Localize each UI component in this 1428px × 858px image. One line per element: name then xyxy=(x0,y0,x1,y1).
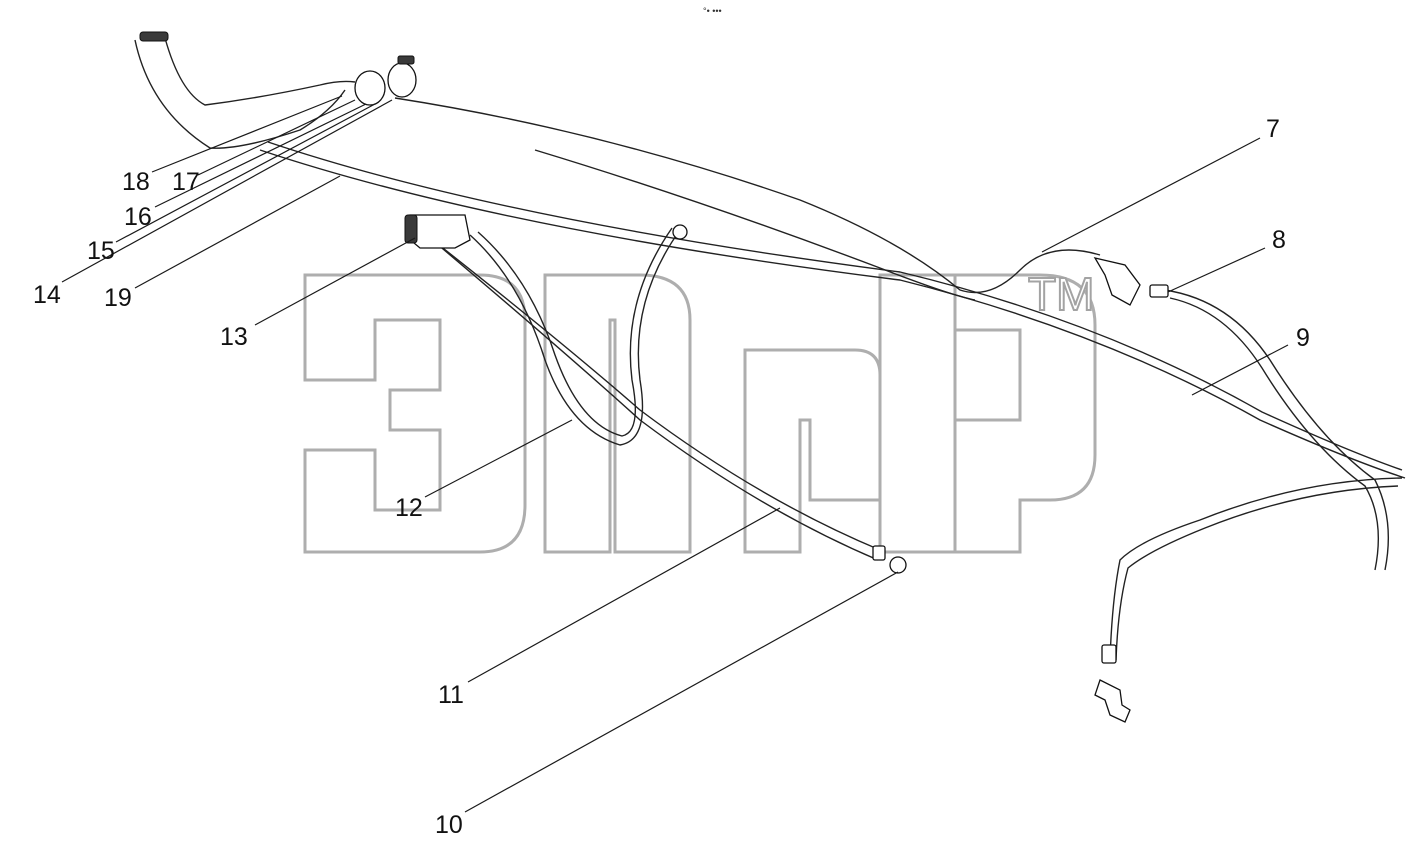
line-9 xyxy=(259,149,1406,479)
callout-11: 11 xyxy=(438,681,464,709)
leader-8 xyxy=(1167,247,1266,293)
watermark-letter-3 xyxy=(743,348,882,554)
leader-16 xyxy=(154,103,367,208)
callout-16: 16 xyxy=(124,203,152,231)
clamp-14 xyxy=(387,62,417,98)
hose-end-12 xyxy=(672,224,688,240)
clamp-top xyxy=(139,31,169,42)
callout-9: 9 xyxy=(1296,324,1310,352)
hose-lines xyxy=(134,37,1406,661)
watermark-letter-4 xyxy=(878,273,957,554)
return-line xyxy=(1109,477,1403,661)
leader-19 xyxy=(134,175,341,289)
valve-13-body xyxy=(404,214,418,244)
leader-9 xyxy=(1191,344,1289,396)
leader-17 xyxy=(197,99,356,176)
leader-14 xyxy=(61,99,393,283)
leader-12 xyxy=(424,419,573,498)
callout-14: 14 xyxy=(33,281,61,309)
header-mark: °• ••• xyxy=(703,6,722,16)
nut-fitting xyxy=(1101,644,1117,664)
clamp-18 xyxy=(354,70,386,106)
tee-fitting-7 xyxy=(1093,257,1141,306)
callout-19: 19 xyxy=(104,284,132,312)
return-line-b xyxy=(1115,485,1399,661)
intake-pipe xyxy=(134,39,346,149)
watermark-logo: TM xyxy=(303,267,1097,554)
clamp-top-2 xyxy=(397,55,415,65)
hose-end-10 xyxy=(872,545,886,561)
watermark-letter-2 xyxy=(543,273,692,554)
callout-15: 15 xyxy=(87,237,115,265)
leader-10 xyxy=(464,571,899,813)
main-line-upper xyxy=(394,97,1101,294)
intake-pipe-edge xyxy=(164,37,356,106)
leader-15 xyxy=(115,103,376,243)
watermark-letter-5 xyxy=(953,273,1097,554)
line-8-b xyxy=(1169,297,1379,571)
line-12-b xyxy=(477,227,673,437)
callout-8: 8 xyxy=(1272,226,1286,254)
coupler-8 xyxy=(1149,284,1169,298)
leader-7 xyxy=(1041,137,1261,253)
line-12 xyxy=(469,229,681,446)
leader-lines xyxy=(61,95,1289,813)
line-11 xyxy=(419,229,881,551)
line-9-lower xyxy=(267,141,1403,471)
callout-12: 12 xyxy=(395,494,423,522)
clamp-10 xyxy=(889,556,907,574)
callout-18: 18 xyxy=(122,168,150,196)
elbow-fitting xyxy=(1094,679,1131,723)
leader-11 xyxy=(467,507,781,683)
callout-10: 10 xyxy=(435,811,463,839)
line-8 xyxy=(1164,289,1389,571)
callout-13: 13 xyxy=(220,323,248,351)
callout-labels: 7 8 9 10 11 12 13 14 15 16 17 18 19 xyxy=(33,115,1310,839)
leader-18 xyxy=(151,95,343,173)
fittings xyxy=(139,31,1169,723)
leader-13 xyxy=(254,237,416,326)
callout-17: 17 xyxy=(172,168,200,196)
line-11-b xyxy=(429,237,879,561)
callout-7: 7 xyxy=(1266,115,1280,143)
